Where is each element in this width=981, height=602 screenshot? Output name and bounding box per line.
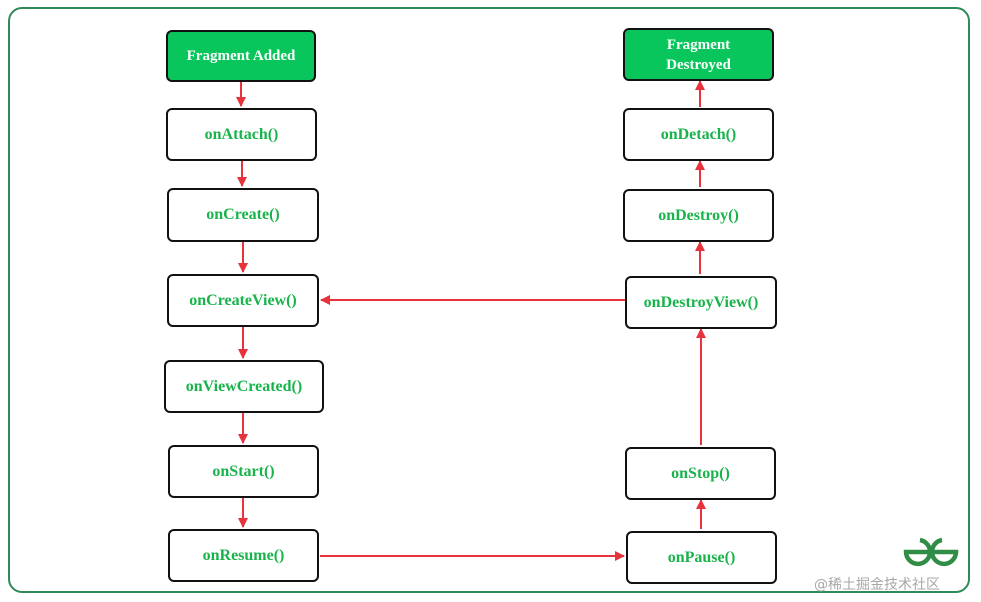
on-detach-node: onDetach() [623, 108, 774, 161]
fragment-added-node: Fragment Added [166, 30, 316, 82]
fragment-destroyed-node: Fragment Destroyed [623, 28, 774, 81]
on-create-node: onCreate() [167, 188, 319, 242]
fragment-destroyed-label-line2: Destroyed [666, 56, 731, 73]
on-destroy-view-node: onDestroyView() [625, 276, 777, 329]
on-view-created-node: onViewCreated() [164, 360, 324, 413]
on-detach-label: onDetach() [660, 125, 737, 143]
watermark-text: @稀土掘金技术社区 [814, 577, 940, 593]
on-start-label: onStart() [212, 462, 275, 480]
on-resume-node: onResume() [168, 529, 319, 582]
diagram-frame [8, 7, 970, 593]
on-create-view-label: onCreateView() [189, 291, 297, 309]
on-create-view-node: onCreateView() [167, 274, 319, 327]
on-destroy-view-label: onDestroyView() [643, 293, 759, 311]
on-start-node: onStart() [168, 445, 319, 498]
on-resume-label: onResume() [202, 546, 285, 564]
on-attach-label: onAttach() [204, 125, 279, 143]
on-stop-node: onStop() [625, 447, 776, 500]
on-stop-label: onStop() [671, 464, 730, 482]
on-create-label: onCreate() [206, 206, 280, 223]
on-view-created-label: onViewCreated() [185, 377, 303, 395]
on-destroy-label: onDestroy() [658, 206, 739, 224]
on-pause-node: onPause() [626, 531, 777, 584]
on-attach-node: onAttach() [166, 108, 317, 161]
on-pause-label: onPause() [667, 548, 736, 566]
fragment-added-label: Fragment Added [186, 48, 296, 64]
geeksforgeeks-logo-icon [903, 537, 959, 567]
fragment-destroyed-label-line1: Fragment [666, 36, 731, 53]
on-destroy-node: onDestroy() [623, 189, 774, 242]
